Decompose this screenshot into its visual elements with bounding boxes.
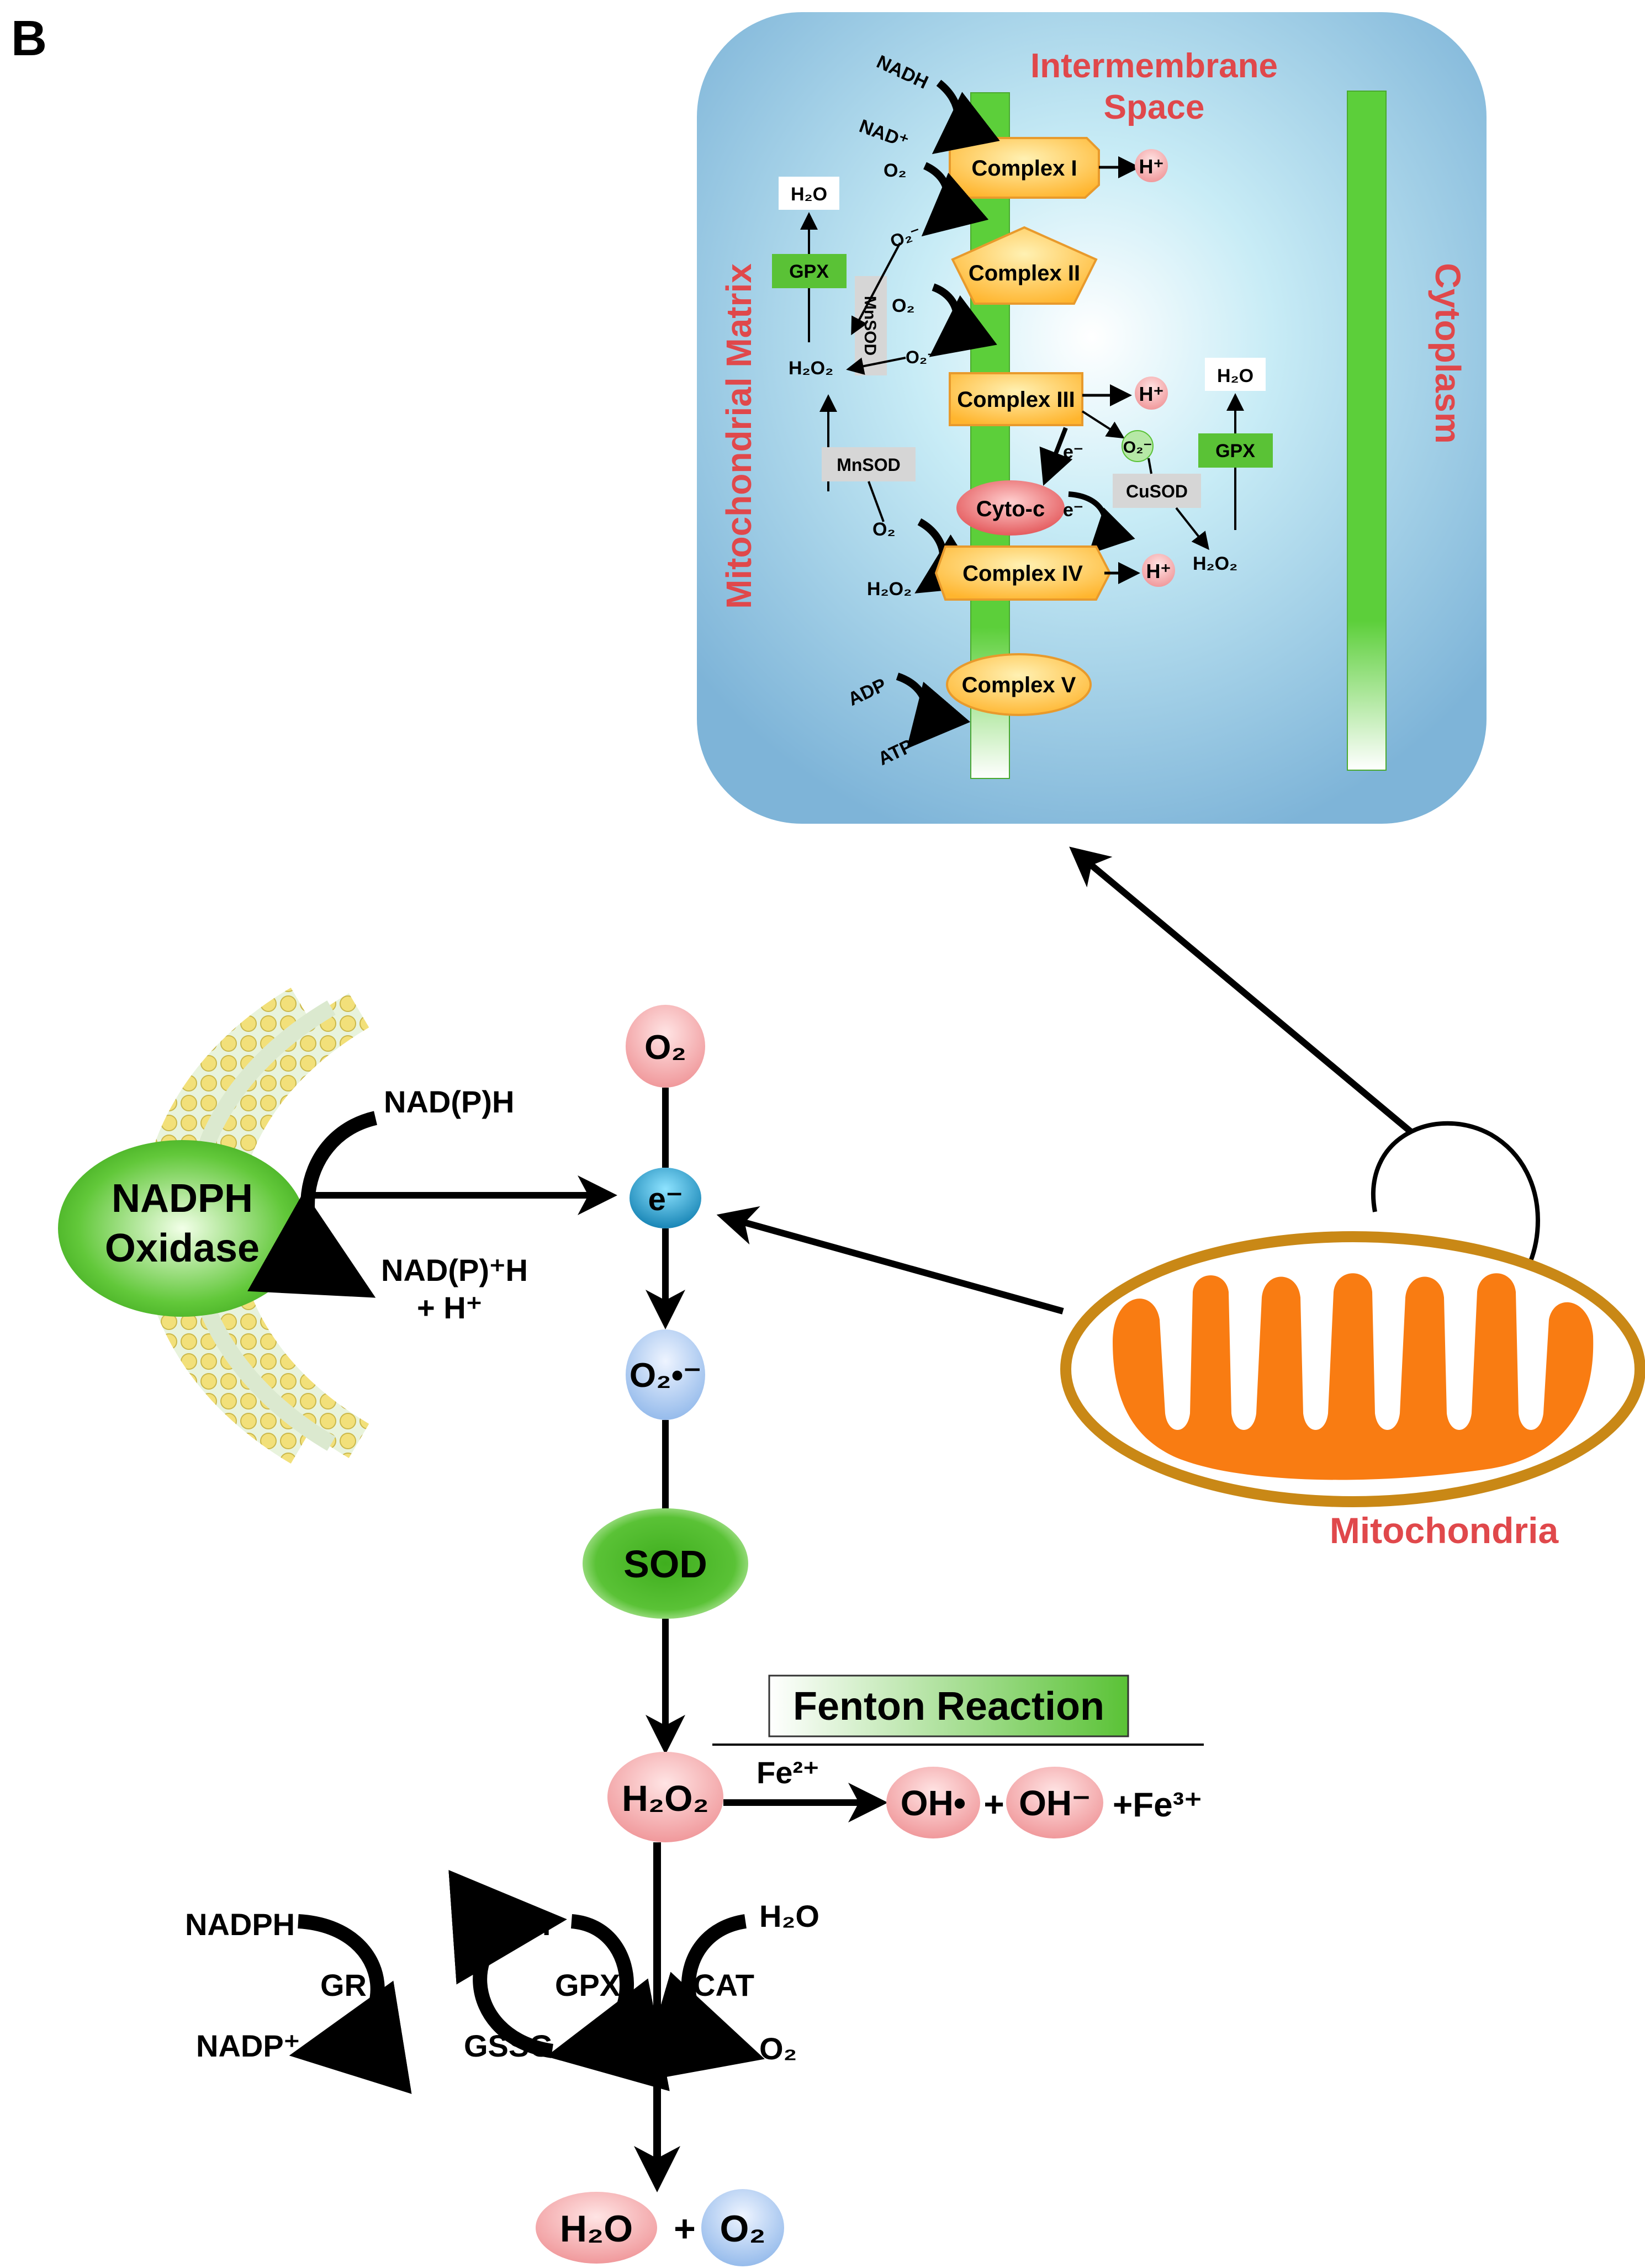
cyto-c-label: Cyto-c: [976, 497, 1045, 521]
complex-iii-label: Complex III: [957, 388, 1075, 412]
h2o2-label-1: H₂O₂: [789, 358, 833, 379]
mnsod-vertical: MnSOD: [861, 296, 879, 356]
mnsod-horizontal: MnSOD: [837, 455, 901, 475]
complex-iii: Complex III: [949, 372, 1083, 426]
gsh-label: 2GSH: [467, 1907, 551, 1942]
mitochondrion-cristae: [1113, 1273, 1594, 1480]
oh-radical-label: OH•: [901, 1783, 966, 1823]
o2-radical-node: [1122, 430, 1154, 462]
h2o-left: H₂O: [791, 184, 827, 205]
complex-i-label: Complex I: [971, 156, 1077, 181]
electron-label: e⁻: [648, 1181, 683, 1217]
fenton-title: Fenton Reaction: [793, 1684, 1104, 1729]
nadp-plus-label: NADP⁺: [196, 2028, 300, 2063]
electron-node: [630, 1168, 701, 1228]
cyto-c: [956, 480, 1065, 536]
nadph-oxidase: [58, 1140, 306, 1317]
gpx-box-right: [1198, 433, 1273, 468]
oh-radical-node: [886, 1767, 980, 1838]
complex-v-label: Complex V: [962, 673, 1076, 697]
fe3-label: +Fe³⁺: [1113, 1786, 1202, 1824]
h2o2-node: [607, 1752, 723, 1842]
gpx-right: GPX: [1215, 441, 1255, 462]
o2-label-1: O₂: [884, 160, 907, 181]
cusod-label: CuSOD: [1126, 481, 1188, 501]
h-plus-3: H⁺: [1146, 560, 1171, 582]
h2o-right: H₂O: [1217, 365, 1253, 386]
h2o-final-node: [536, 2192, 657, 2264]
o2-label-3: O₂: [872, 519, 896, 540]
matrix-label: Mitochondrial Matrix: [719, 263, 759, 609]
o2-top-label: O₂: [644, 1029, 686, 1067]
nadp-h-label-2: + H⁺: [417, 1290, 482, 1325]
gpx-box-left: [772, 254, 847, 288]
e-minus-2: e⁻: [1063, 500, 1083, 521]
h2o-box-left: [779, 177, 839, 210]
cytoplasm-label: Cytoplasm: [1428, 263, 1468, 443]
o2-radical-label-2: O₂⁻: [906, 347, 937, 367]
fe2-label: Fe²⁺: [757, 1755, 819, 1790]
mnsod-box-horizontal: [822, 447, 916, 481]
h2o-cat-label: H₂O: [759, 1899, 819, 1933]
gssg-label: GSSG: [464, 2028, 553, 2063]
cusod-box: [1113, 474, 1201, 508]
fenton-box: [768, 1674, 1129, 1737]
complex-ii-label: Complex II: [969, 261, 1080, 285]
o2-label-2: O₂: [892, 295, 915, 316]
intermembrane-label-2: Space: [1104, 88, 1205, 126]
o2-cat-label: O₂: [759, 2031, 797, 2066]
superoxide-label: O₂•⁻: [630, 1356, 701, 1395]
complex-ii: Complex II: [951, 226, 1098, 305]
plus-sign-2: +: [674, 2208, 696, 2250]
sod-label: SOD: [623, 1543, 707, 1586]
o2-final-node: [701, 2189, 784, 2266]
h-plus-2: H⁺: [1139, 383, 1164, 405]
nadph-oxidase-label-1: NADPH: [112, 1177, 253, 1221]
complex-iv-label: Complex IV: [962, 561, 1083, 586]
h-plus-node-2: [1135, 377, 1168, 410]
mitochondria-label: Mitochondria: [1330, 1510, 1559, 1551]
cat-label: CAT: [693, 1968, 754, 2002]
complex-iv: Complex IV: [934, 545, 1112, 601]
o2-node: [626, 1005, 705, 1088]
nadp-h-label-1: NAD(P)⁺H: [381, 1253, 528, 1287]
nadph-label: NADPH: [185, 1907, 295, 1942]
sod-node: [583, 1508, 748, 1619]
gpx-left: GPX: [789, 261, 829, 282]
gr-label: GR: [320, 1968, 367, 2002]
h2o-final-label: H₂O: [560, 2208, 633, 2250]
h-plus-node: [1135, 149, 1168, 182]
plus-sign-1: +: [983, 1784, 1004, 1824]
nadph-h-label: NAD(P)H: [384, 1084, 514, 1119]
h-plus-node-3: [1142, 554, 1175, 587]
mitochondrion-loop: [1371, 1121, 1540, 1302]
intermembrane-label-1: Intermembrane: [1030, 47, 1278, 85]
oh-minus-node: [1006, 1767, 1103, 1838]
h2o-box-right: [1205, 358, 1266, 391]
gpx-main-label: GPX: [555, 1968, 620, 2002]
mitochondrion: Mitochondria: [1060, 1121, 1645, 1551]
h2o2-label: H₂O₂: [622, 1778, 709, 1819]
complex-i: Complex I: [949, 137, 1100, 199]
h2o2-label-3: H₂O₂: [1193, 553, 1237, 574]
outer-membrane: [1347, 91, 1387, 771]
o2-final-label: O₂: [720, 2208, 765, 2250]
oh-minus-label: OH⁻: [1019, 1783, 1091, 1823]
h2o2-label-2: H₂O₂: [867, 579, 912, 600]
h-plus-1: H⁺: [1139, 155, 1164, 178]
nadph-oxidase-label-2: Oxidase: [105, 1226, 260, 1270]
superoxide-node: [626, 1329, 705, 1420]
o2-radical-label-3: O₂⁻: [1123, 438, 1152, 457]
panel-label: B: [11, 11, 47, 66]
e-minus-1: e⁻: [1063, 442, 1083, 463]
inset-panel: Intermembrane Space Mitochondrial Matrix…: [697, 12, 1487, 824]
